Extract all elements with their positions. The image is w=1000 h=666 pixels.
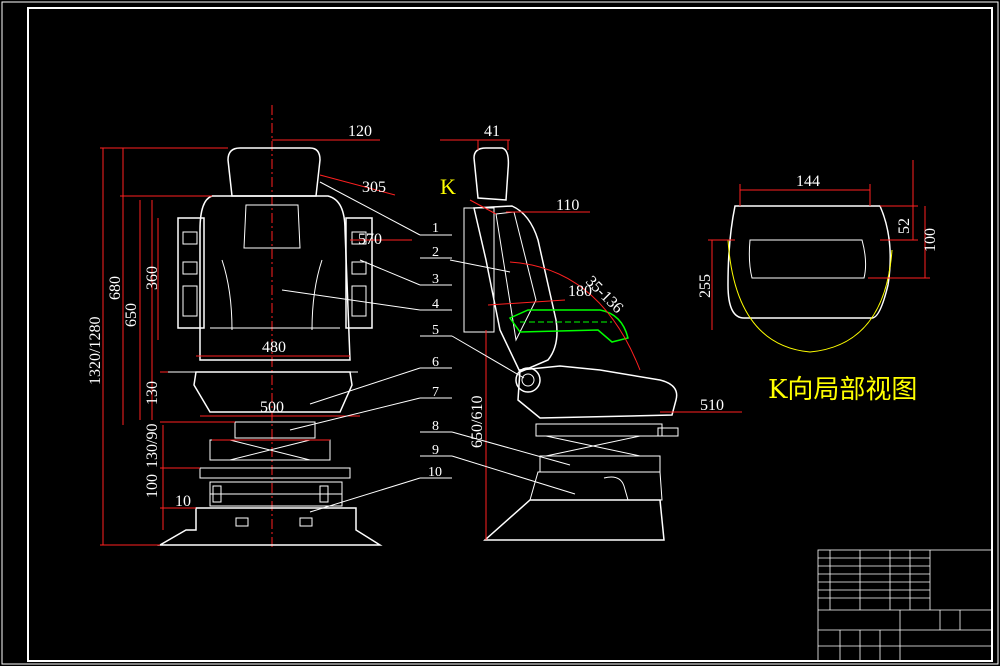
dim-front-480: 480 xyxy=(262,339,286,356)
dim-side-180: 180 xyxy=(568,283,592,300)
part-number-1: 1 xyxy=(432,221,439,236)
part-number-7: 7 xyxy=(432,385,439,400)
front-suspension xyxy=(199,421,351,507)
dim-side-510: 510 xyxy=(700,397,724,414)
dim-side-650-610: 650/610 xyxy=(469,396,486,448)
dim-side-110: 110 xyxy=(556,197,579,214)
dim-front-130: 130 xyxy=(144,381,161,405)
dim-front-120: 120 xyxy=(348,123,372,140)
front-right-armrest xyxy=(345,217,373,329)
detail-radius-arc xyxy=(727,239,893,353)
front-headrest xyxy=(227,147,321,197)
front-base xyxy=(157,507,383,546)
front-view: 120 305 570 480 500 360 1320/1280 680 65… xyxy=(87,105,412,548)
dim-front-570: 570 xyxy=(358,231,382,248)
dim-front-1320-1280: 1320/1280 xyxy=(87,317,104,385)
part-number-8: 8 xyxy=(432,419,439,434)
part-number-5: 5 xyxy=(432,323,439,338)
front-dimension-lines xyxy=(100,139,412,546)
dim-front-100: 100 xyxy=(144,474,161,498)
front-backrest xyxy=(199,195,351,361)
front-left-armrest xyxy=(177,217,205,329)
view-marker-k: K xyxy=(440,174,456,199)
side-seat-cushion xyxy=(517,365,678,419)
detail-view-caption: K向局部视图 xyxy=(768,375,917,405)
title-block xyxy=(817,549,993,662)
side-headrest xyxy=(473,147,510,201)
dim-detail-255: 255 xyxy=(697,274,714,298)
side-armrest-green xyxy=(508,309,629,343)
side-dimension-lines xyxy=(440,139,742,540)
dim-front-305: 305 xyxy=(362,179,386,196)
side-recline-pivot xyxy=(515,367,541,393)
dim-front-500: 500 xyxy=(260,399,284,416)
dim-front-650: 650 xyxy=(123,303,140,327)
part-number-2: 2 xyxy=(432,245,439,260)
dim-front-680: 680 xyxy=(107,276,124,300)
dim-front-360: 360 xyxy=(144,266,161,290)
part-number-6: 6 xyxy=(432,355,439,370)
dim-detail-52: 52 xyxy=(896,218,913,234)
part-number-3: 3 xyxy=(432,272,439,287)
side-view: K 41 110 180 35-136 510 650/610 1 2 3 4 … xyxy=(281,123,742,541)
dim-front-10: 10 xyxy=(175,493,191,510)
part-callout-leaders xyxy=(281,181,576,513)
part-number-4: 4 xyxy=(432,297,439,312)
part-number-10: 10 xyxy=(428,465,442,480)
dim-detail-144: 144 xyxy=(796,173,820,190)
part-number-9: 9 xyxy=(432,443,439,458)
dim-front-130-90: 130/90 xyxy=(144,424,161,468)
dim-detail-100: 100 xyxy=(922,228,939,252)
dim-side-41: 41 xyxy=(484,123,500,140)
side-suspension xyxy=(529,423,679,501)
detail-dimension-lines xyxy=(708,160,930,330)
k-detail-view: 144 52 100 255 K向局部视图 xyxy=(697,160,939,405)
side-base xyxy=(483,499,665,541)
